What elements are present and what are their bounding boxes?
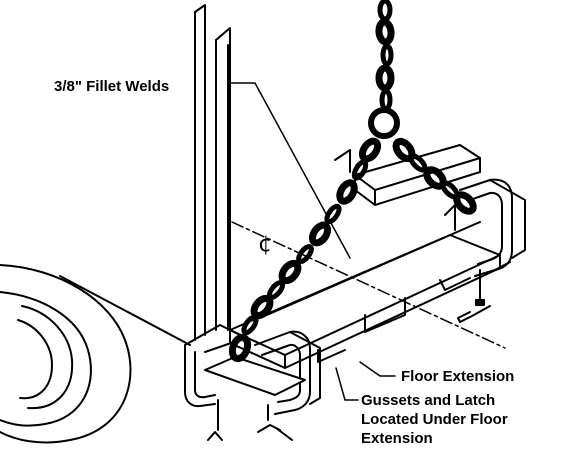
centerline-dash xyxy=(231,221,506,349)
floor-extension-label: Floor Extension xyxy=(401,368,515,385)
vehicle-body xyxy=(194,4,231,341)
gussets-label-line1: Gussets and Latch xyxy=(361,392,496,409)
weld-label: 3/8" Fillet Welds xyxy=(54,78,170,95)
right-clamp xyxy=(457,178,526,323)
gussets-label-line2: Located Under Floor xyxy=(361,411,508,428)
gussets-label: Gussets and Latch Located Under Floor Ex… xyxy=(361,391,508,448)
left-clamp xyxy=(184,324,241,441)
tire xyxy=(0,264,191,444)
floor-extension-leader xyxy=(359,361,396,377)
weld-leader xyxy=(227,82,351,259)
centerline-symbol: ¢ xyxy=(258,232,272,257)
gussets-label-line3: Extension xyxy=(361,430,433,447)
floor-extension-platform xyxy=(229,221,501,369)
gussets-leader xyxy=(335,367,359,401)
lifting-chain xyxy=(228,0,477,363)
front-plate xyxy=(204,356,306,396)
center-clamp xyxy=(254,330,321,441)
